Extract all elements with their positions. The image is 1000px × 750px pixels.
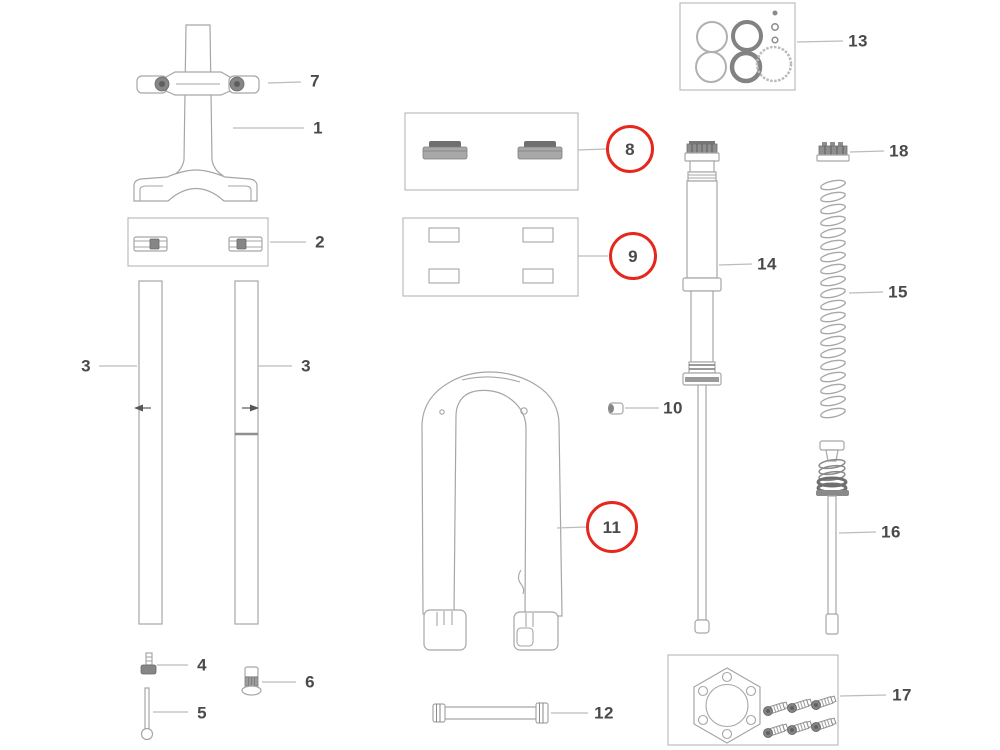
callout-6: 6 (305, 672, 315, 692)
callout-4: 4 (197, 655, 207, 675)
callout-7: 7 (310, 71, 320, 91)
part-plug-fitting (608, 402, 624, 415)
callout-5: 5 (197, 703, 207, 723)
leader-lines (99, 40, 887, 714)
part-brake-adapter-kit-box (667, 654, 839, 746)
part-crown-brace-bolts (136, 71, 260, 96)
part-seal-kit-box (679, 2, 796, 91)
part-rebound-rod (140, 687, 154, 741)
part-small-bolt (140, 652, 157, 675)
part-spring-top-cap (816, 142, 850, 162)
part-foam-ring-kit-box (402, 217, 579, 297)
brace-bolt-icon (154, 76, 245, 92)
callout-2: 2 (315, 232, 325, 252)
part-lower-legs (421, 371, 563, 651)
arrow-left-icon (134, 404, 143, 412)
part-crown-steerer-unit (133, 24, 258, 202)
callout-14: 14 (757, 254, 777, 274)
callout-15: 15 (888, 282, 908, 302)
part-flanged-bolt (241, 666, 262, 696)
callout-11-highlighted: 11 (586, 501, 638, 553)
callout-10: 10 (663, 398, 683, 418)
callout-8-highlighted: 8 (606, 125, 654, 173)
part-thru-axle (432, 702, 549, 724)
dust-seal-icon (422, 141, 563, 160)
callout-16: 16 (881, 522, 901, 542)
part-fitting-kit-box (127, 217, 269, 267)
adapter-bolts-icon (761, 694, 837, 740)
callout-9-highlighted: 9 (609, 232, 657, 280)
part-coil-spring (819, 177, 847, 421)
callout-3-left: 3 (81, 356, 91, 376)
part-dust-seal-kit-box (404, 112, 579, 191)
part-stanchion-tubes (134, 280, 259, 625)
part-spring-shaft (816, 440, 849, 635)
part-damper-assembly (682, 141, 722, 634)
callout-1: 1 (313, 118, 323, 138)
arrow-right-icon (250, 404, 259, 412)
callout-12: 12 (594, 703, 614, 723)
callout-17: 17 (892, 685, 912, 705)
callout-13: 13 (848, 31, 868, 51)
hub-flange-icon (693, 667, 761, 744)
callout-18: 18 (889, 141, 909, 161)
callout-3-right: 3 (301, 356, 311, 376)
